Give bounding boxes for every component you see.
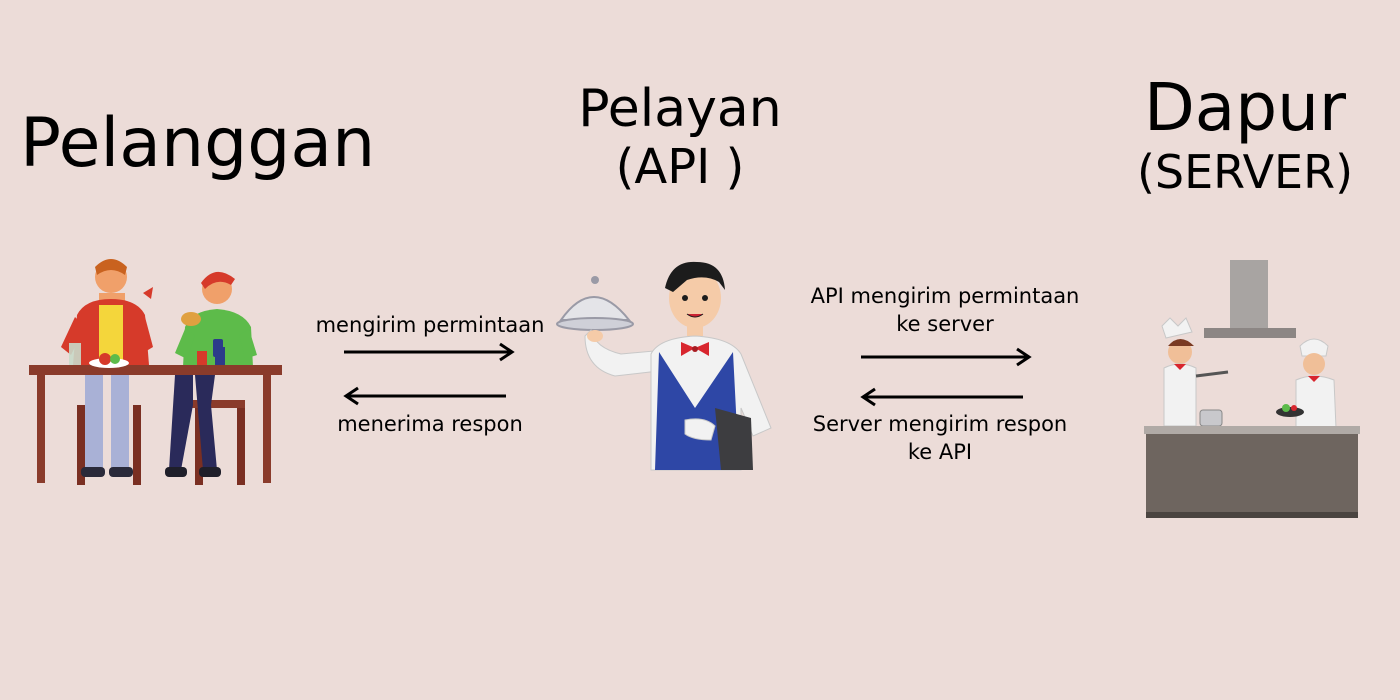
kitchen-chefs-illustration [1144,260,1360,518]
request-label-text: mengirim permintaan [315,313,545,337]
request-label-right-line1: API mengirim permintaan [810,284,1080,308]
response-label-right-line1: Server mengirim respon [812,412,1068,436]
customer-title-text: Pelanggan [20,104,376,183]
kitchen-title: Dapur (SERVER) [1090,70,1400,199]
request-label-left: mengirim permintaan [300,311,560,339]
right-arrow-right [861,347,1032,367]
kitchen-title-text: Dapur [1143,69,1347,146]
waiter-title-text: Pelayan [578,79,782,139]
right-arrow-left [344,342,515,362]
left-arrow-left [343,386,506,406]
response-label-right-line2: ke API [907,440,973,465]
kitchen-subtitle: (SERVER) [1136,144,1354,199]
response-label-text: menerima respon [337,412,523,436]
waiter-with-cloche-illustration [556,261,772,471]
response-label-left: menerima respon [300,410,560,438]
customer-title: Pelanggan [20,104,375,183]
left-arrow-right [860,387,1023,407]
customers-at-table-illustration [29,259,282,485]
response-label-right: Server mengirim respon ke API [790,410,1090,467]
request-label-right-line2: ke server [896,312,994,337]
waiter-subtitle: (API ) [615,138,745,195]
waiter-title: Pelayan (API ) [520,79,840,195]
request-label-right: API mengirim permintaan ke server [790,282,1100,339]
